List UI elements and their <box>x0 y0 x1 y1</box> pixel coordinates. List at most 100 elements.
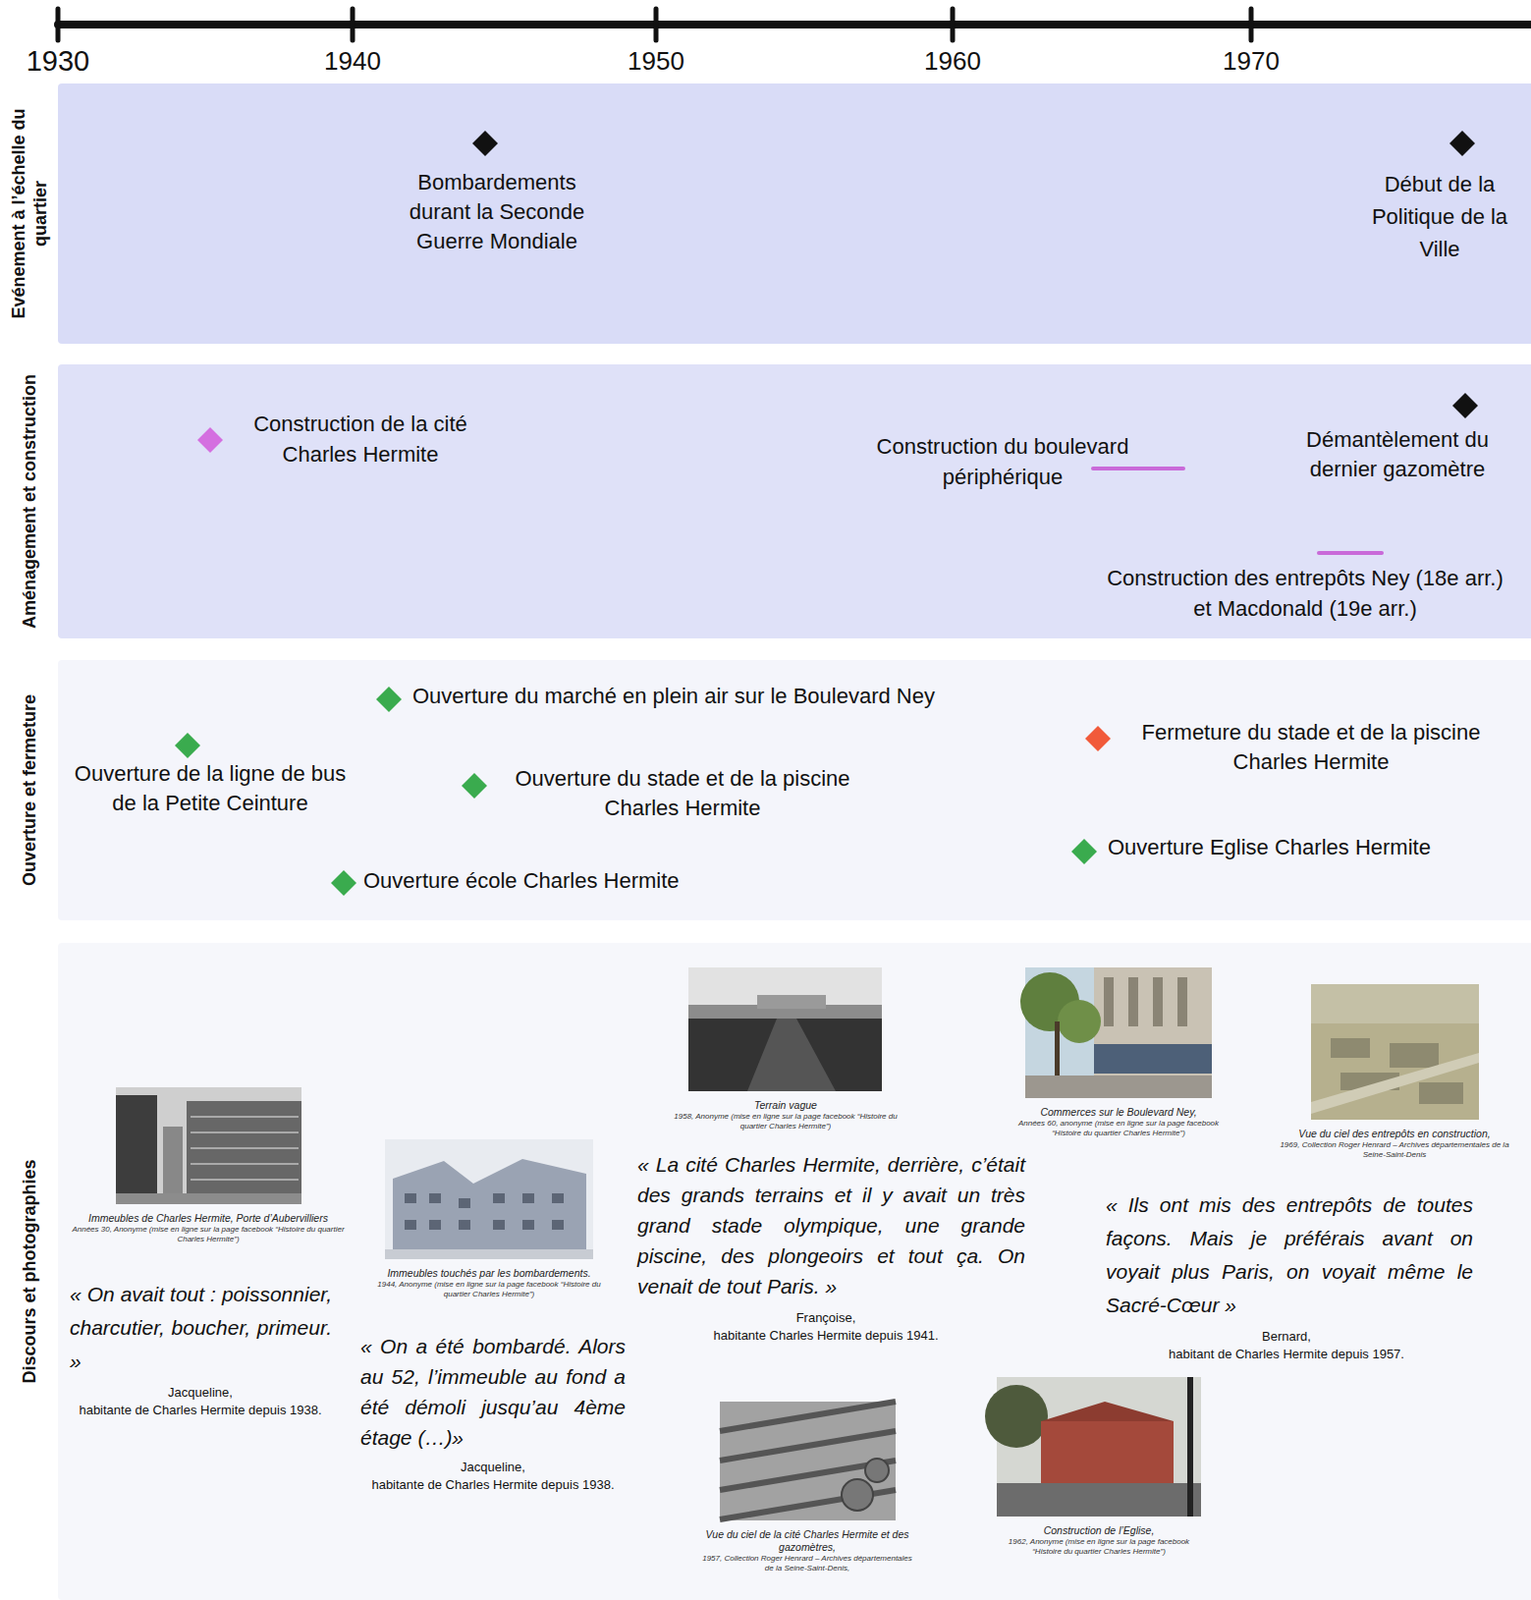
event-item: Ouverture école Charles Hermite <box>363 866 682 896</box>
null-part-part <box>551 1193 564 1203</box>
photo-part <box>1093 967 1212 1076</box>
time-axis <box>57 8 1531 41</box>
quote-author: Jacqueline, <box>345 1458 641 1477</box>
event-item: Construction du boulevard périphérique <box>865 431 1141 493</box>
photo-part <box>384 1139 594 1259</box>
photo <box>384 1139 594 1259</box>
quote-text: « La cité Charles Hermite, derrière, c’é… <box>637 1148 1026 1302</box>
photo-source: Années 30, Anonyme (mise en ligne sur la… <box>70 1224 346 1245</box>
photo-part <box>1311 984 1479 1120</box>
event-text: Démantèlement du dernier gazomètre <box>1289 425 1506 485</box>
event-text: Ouverture école Charles Hermite <box>363 866 680 896</box>
quote-author: habitante de Charles Hermite depuis 1938… <box>53 1401 348 1420</box>
null-part-part <box>190 1162 299 1165</box>
photo-caption: Vue du ciel des entrepôts en constructio… <box>1276 1127 1513 1141</box>
quote-author: habitante de Charles Hermite depuis 1938… <box>345 1476 641 1494</box>
null-part <box>404 1193 564 1230</box>
null-part <box>719 1401 896 1520</box>
period-bar-part <box>1093 466 1184 471</box>
quote-author: habitante Charles Hermite depuis 1941. <box>678 1326 974 1345</box>
time-axis-part <box>950 8 956 41</box>
quote-author: Bernard, <box>1139 1327 1434 1346</box>
photo-caption: Immeubles touchés par les bombardements. <box>366 1266 612 1280</box>
photo-source: 1944, Anonyme (mise en ligne sur la page… <box>366 1279 612 1300</box>
band-heading: Aménagement et construction <box>2 364 56 639</box>
event-text: Bombardements durant la Seconde Guerre M… <box>398 167 596 257</box>
photo-source: 1962, Anonyme (mise en ligne sur la page… <box>995 1536 1203 1557</box>
photo-part <box>719 1401 896 1521</box>
null-part-part <box>1103 977 1114 1027</box>
event-item: Ouverture du stade et de la piscine Char… <box>486 764 879 823</box>
time-axis-part <box>350 8 356 41</box>
photo-caption: Terrain vague <box>672 1098 899 1112</box>
photo-part <box>1311 984 1479 1024</box>
event-text: Construction de la cité Charles Hermite <box>227 408 493 470</box>
event-text: Ouverture Eglise Charles Hermite <box>1107 832 1431 863</box>
photo <box>1020 967 1212 1098</box>
null-part-part <box>429 1193 441 1203</box>
photo <box>115 1087 302 1204</box>
null-part-part <box>190 1131 299 1134</box>
event-item: Début de la Politique de la Ville <box>1355 167 1525 266</box>
photo-part <box>865 1458 889 1482</box>
photo-part <box>115 1094 158 1204</box>
photo-caption: Construction de l’Eglise, <box>995 1524 1203 1537</box>
photo <box>984 1376 1202 1517</box>
photo-part <box>996 1482 1202 1517</box>
event-text: Construction des entrepôts Ney (18e arr.… <box>1098 562 1512 624</box>
photo-part <box>186 1100 302 1204</box>
event-item: Construction de la cité Charles Hermite <box>227 408 493 470</box>
null-part <box>190 1116 299 1180</box>
null-part-part <box>492 1219 505 1230</box>
photo-part <box>392 1158 587 1250</box>
null-part-part <box>429 1219 441 1230</box>
year-label: 1940 <box>303 46 402 76</box>
null-part-part <box>522 1219 535 1230</box>
null-part-part <box>492 1193 505 1203</box>
photo-source: 1969, Collection Roger Henrard – Archive… <box>1276 1140 1513 1160</box>
photo-part <box>757 994 826 1009</box>
band-heading: Discours et photographies <box>2 942 56 1600</box>
photo-part <box>115 1087 302 1204</box>
photo-part <box>841 1478 874 1511</box>
null-part-part <box>719 1401 896 1431</box>
event-item: Bombardements durant la Seconde Guerre M… <box>398 167 596 257</box>
timeline-band: Aménagement et constructionConstruction … <box>57 364 1531 639</box>
photo <box>1311 984 1479 1120</box>
null-part-part <box>1177 977 1188 1027</box>
null-part-part <box>1128 977 1139 1027</box>
photo-part <box>1187 1376 1194 1517</box>
null-part-part <box>190 1115 299 1118</box>
quote-text: « On a été bombardé. Alors au 52, l’imme… <box>360 1330 626 1453</box>
photo-part <box>115 1193 302 1204</box>
event-text: Construction du boulevard périphérique <box>865 431 1141 493</box>
band-heading: Evénement à l’échelle du quartier <box>2 83 56 344</box>
photo-part <box>1311 1052 1479 1114</box>
event-item: Ouverture du marché en plein air sur le … <box>412 681 937 711</box>
null-part-part <box>458 1219 471 1230</box>
null-part-part <box>458 1198 471 1208</box>
null-part <box>1103 977 1188 1027</box>
null-part-part <box>190 1147 299 1149</box>
photo <box>688 967 882 1092</box>
photo-part <box>1040 1421 1174 1485</box>
event-item: Ouverture de la ligne de bus de la Petit… <box>67 759 353 819</box>
event-text: Ouverture de la ligne de bus de la Petit… <box>67 759 353 819</box>
photo-part <box>1057 999 1101 1043</box>
photo <box>719 1401 896 1521</box>
null-part-part <box>1389 1042 1439 1068</box>
quote-author: habitant de Charles Hermite depuis 1957. <box>1139 1345 1434 1364</box>
event-item: Ouverture Eglise Charles Hermite <box>1107 832 1433 863</box>
time-axis-part <box>1249 8 1255 41</box>
time-axis-part <box>654 8 659 41</box>
null-part-part <box>404 1193 417 1203</box>
photo-part <box>688 1018 882 1092</box>
quote-author: Jacqueline, <box>53 1383 348 1402</box>
photo-source: 1957, Collection Roger Henrard – Archive… <box>699 1553 916 1574</box>
photo-part <box>747 1018 836 1092</box>
event-text: Ouverture du stade et de la piscine Char… <box>486 764 879 823</box>
band-heading: Ouverture et fermeture <box>2 659 56 921</box>
year-label: 1970 <box>1202 46 1301 76</box>
null-part-part <box>1330 1038 1370 1058</box>
event-text: Fermeture du stade et de la piscine Char… <box>1114 717 1508 777</box>
